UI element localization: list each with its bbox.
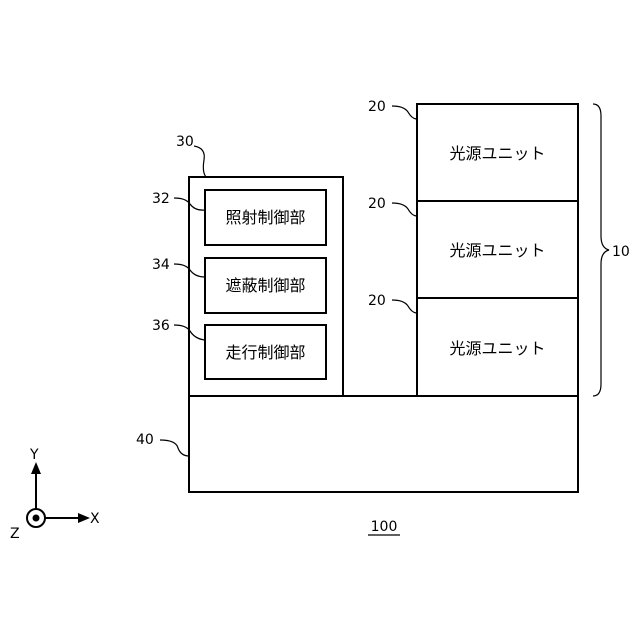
figure-ref-label: 100: [371, 519, 398, 535]
light-source-ref-3: 20: [368, 293, 386, 309]
y-axis-label: Y: [29, 447, 39, 463]
base-leader-line: [160, 440, 189, 456]
system-ref-label: 10: [612, 244, 630, 260]
controller-leader-line: [194, 146, 206, 177]
z-axis-label: Z: [10, 526, 20, 542]
light-source-label-3: 光源ユニット: [449, 339, 545, 358]
z-axis-dot-icon: [33, 515, 40, 522]
light-source-leader-2: [392, 203, 417, 216]
travel-control-label: 走行制御部: [225, 343, 305, 362]
light-source-label-1: 光源ユニット: [449, 144, 545, 163]
light-source-ref-1: 20: [368, 99, 386, 115]
x-axis-arrowhead: [78, 513, 90, 523]
light-source-label-2: 光源ユニット: [449, 241, 545, 260]
light-source-leader-1: [392, 106, 417, 119]
travel-ref-label: 36: [152, 318, 170, 334]
light-source-leader-3: [392, 300, 417, 313]
shielding-control-label: 遮蔽制御部: [225, 276, 305, 295]
irradiation-control-label: 照射制御部: [225, 208, 305, 227]
system-brace: [593, 104, 609, 396]
y-axis-arrowhead: [31, 462, 41, 474]
base-block: [189, 396, 578, 492]
light-source-ref-2: 20: [368, 196, 386, 212]
coordinate-axes: Y X Z: [10, 447, 100, 542]
base-ref-label: 40: [136, 432, 154, 448]
shielding-ref-label: 34: [152, 257, 170, 273]
x-axis-label: X: [90, 511, 100, 527]
controller-ref-label: 30: [176, 134, 194, 150]
irradiation-ref-label: 32: [152, 191, 170, 207]
